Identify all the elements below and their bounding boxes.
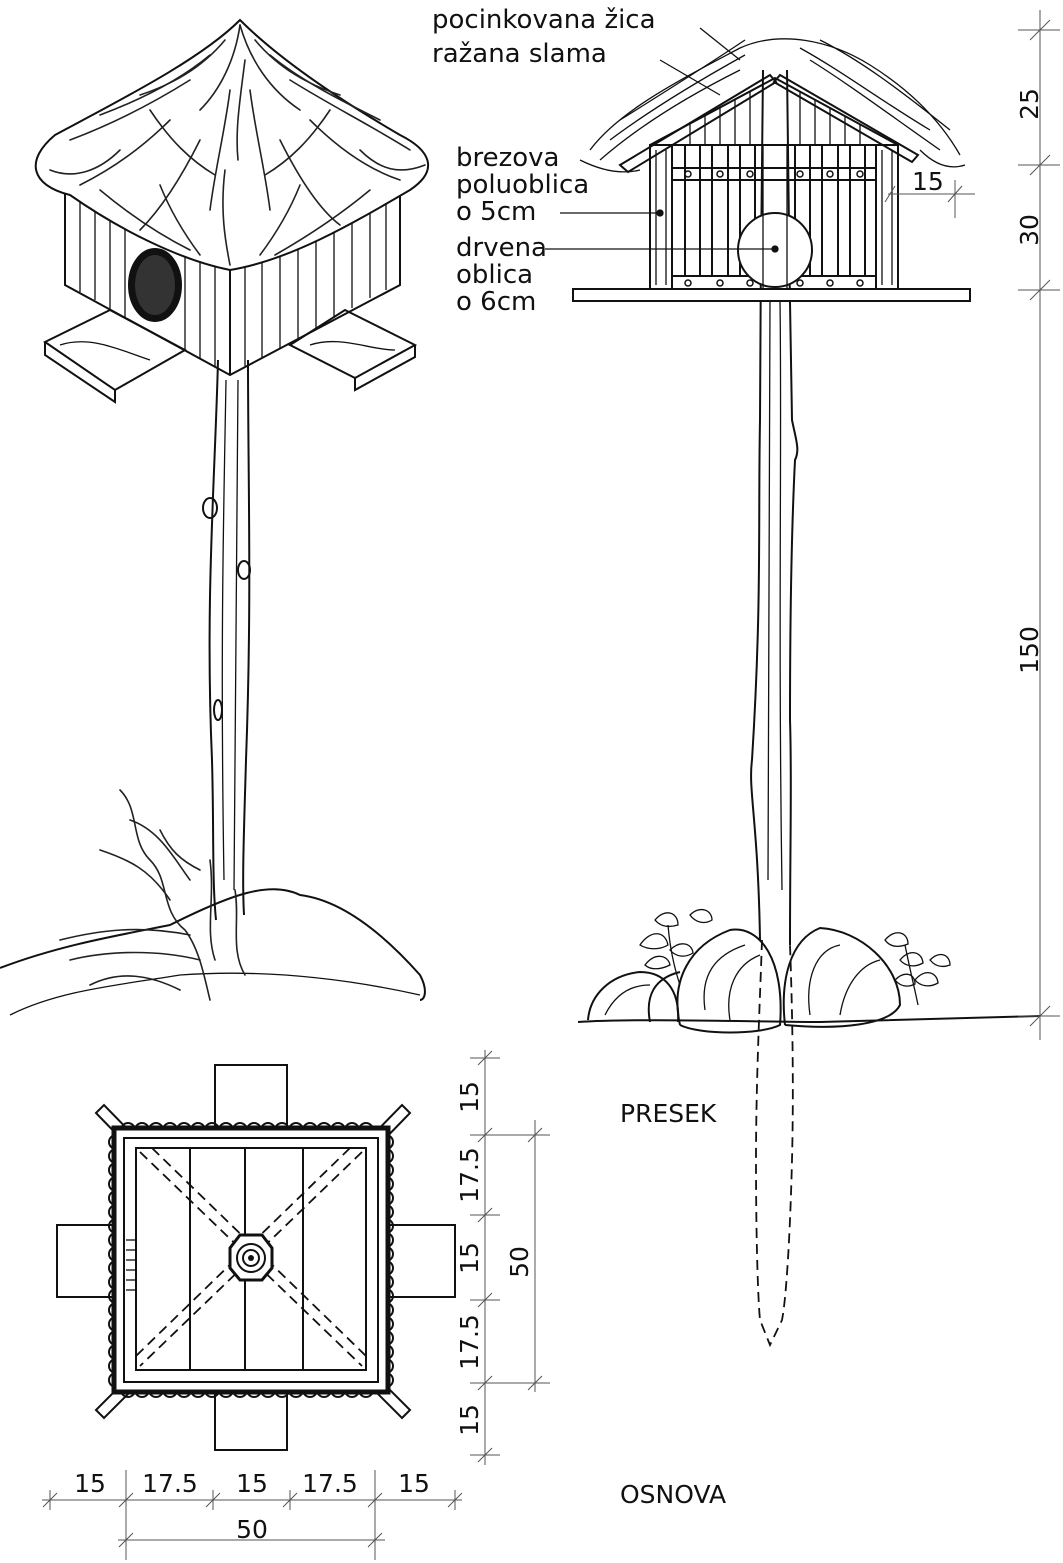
plan-h-4: 15 (398, 1469, 430, 1498)
plan-h-1: 17.5 (142, 1469, 198, 1498)
view-titles: PRESEK OSNOVA (620, 1099, 726, 1509)
plan-dimensions-vertical: 15 17.5 15 17.5 15 50 (455, 1081, 534, 1436)
plan-v-3: 17.5 (455, 1314, 484, 1370)
plan-h-2: 15 (236, 1469, 268, 1498)
label-wood-1: drvena (456, 233, 547, 263)
dim-side-offset: 15 (912, 167, 944, 196)
thatched-roof (34, 18, 430, 272)
label-wood-2: oblica (456, 260, 533, 290)
plant-left (639, 908, 713, 986)
rocks (587, 926, 902, 1034)
title-section: PRESEK (620, 1099, 717, 1128)
perspective-view (0, 18, 430, 1016)
dim-roof-height: 25 (1015, 88, 1044, 120)
section-view (545, 10, 1060, 1348)
label-wood-3: o 6cm (456, 287, 536, 317)
section-straw (579, 38, 966, 173)
material-labels: pocinkovana žica ražana slama brezova po… (432, 5, 656, 317)
box-body (64, 180, 401, 377)
title-plan: OSNOVA (620, 1480, 726, 1509)
plan-v-total: 50 (505, 1246, 534, 1278)
label-birch-3: o 5cm (456, 197, 536, 227)
section-post (750, 69, 799, 946)
plan-h-total: 50 (236, 1515, 268, 1544)
section-gable (618, 73, 920, 174)
label-straw: ražana slama (432, 39, 607, 69)
label-birch-1: brezova (456, 143, 560, 173)
platform (572, 288, 971, 302)
dim-box-height: 30 (1015, 214, 1044, 246)
plan-dimensions-horizontal: 15 17.5 15 17.5 15 50 (74, 1469, 430, 1544)
plan-h-0: 15 (74, 1469, 106, 1498)
dim-post-height: 150 (1015, 626, 1044, 674)
buried-post (755, 939, 794, 1348)
section-dimension-line (884, 10, 1060, 1040)
leader-lines (545, 27, 779, 253)
post (202, 359, 251, 921)
plan-v-4: 15 (455, 1404, 484, 1436)
shrub (59, 789, 246, 1001)
plan-v-1: 17.5 (455, 1147, 484, 1203)
plan-v-2: 15 (455, 1242, 484, 1274)
label-birch-2: poluoblica (456, 170, 589, 200)
plan-h-3: 17.5 (302, 1469, 358, 1498)
section-box (649, 144, 899, 290)
plant-right (884, 932, 951, 1006)
plan-view (42, 1050, 550, 1560)
plan-v-0: 15 (455, 1081, 484, 1113)
section-dimensions: 25 30 150 15 (912, 88, 1044, 674)
plan-post (228, 1233, 274, 1282)
label-wire: pocinkovana žica (432, 5, 656, 35)
